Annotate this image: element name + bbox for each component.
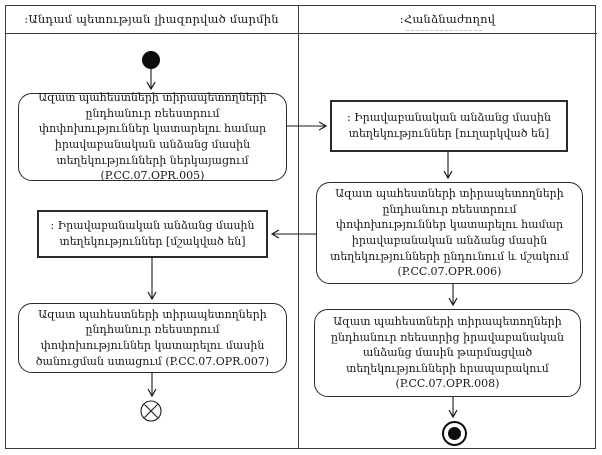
object-node-info-processed: : Իրավաբանական անձանց մասին տեղեկություն… <box>37 210 268 258</box>
faded-underline-artifact <box>406 30 482 31</box>
action-opr006: Ազատ պահեստների տիրապետողների ընդհանուր … <box>316 182 583 284</box>
activity-final-node <box>442 421 467 446</box>
object-node-info-sent: : Իրավաբանական անձանց մասին տեղեկություն… <box>330 100 568 152</box>
action-opr008: Ազատ պահեստների տիրապետողների ընդհանուր … <box>314 309 581 397</box>
lane-title-commission: :Հանձնաժողով <box>399 12 496 26</box>
action-opr005: Ազատ պահեստների տիրապետողների ընդհանուր … <box>18 91 287 182</box>
activity-final-dot <box>448 427 461 440</box>
initial-node <box>142 51 160 69</box>
lane-title-authorized-body: :Անդամ պետության լիազորված մարմին <box>24 12 279 26</box>
swimlane-frame <box>5 5 596 449</box>
action-opr007: Ազատ պահեստների տիրապետողների ընդհանուր … <box>18 303 287 373</box>
swimlane-header-separator <box>5 33 597 34</box>
flow-final-icon <box>140 400 162 422</box>
swimlane-divider <box>298 5 299 449</box>
flow-final-node <box>140 400 162 422</box>
